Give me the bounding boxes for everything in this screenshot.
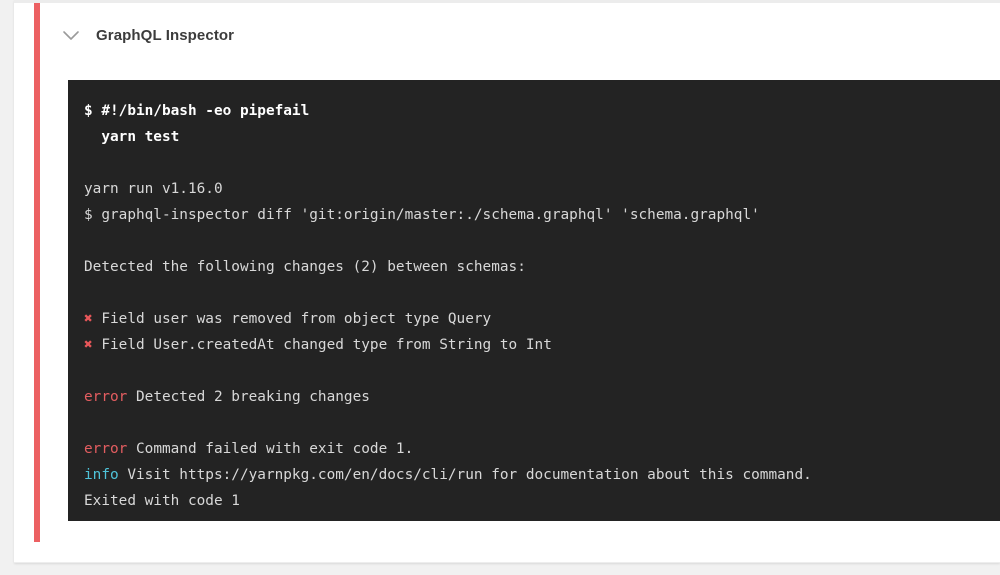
log-change-text: Field User.createdAt changed type from S…: [92, 337, 552, 353]
log-command-text: $ #!/bin/bash -eo pipefail: [84, 103, 310, 119]
log-plain-text: Exited with code 1: [84, 493, 240, 509]
log-change-text: Field user was removed from object type …: [92, 311, 492, 327]
job-log-terminal[interactable]: $ #!/bin/bash -eo pipefail yarn test yar…: [68, 80, 1000, 521]
log-line: [84, 228, 998, 254]
log-error-text: Command failed with exit code 1.: [127, 441, 414, 457]
log-line: yarn test: [84, 124, 998, 150]
log-info-keyword: info: [84, 467, 119, 483]
log-line: info Visit https://yarnpkg.com/en/docs/c…: [84, 462, 998, 488]
log-line: [84, 358, 998, 384]
log-plain-text: yarn run v1.16.0: [84, 181, 223, 197]
log-line: [84, 280, 998, 306]
log-plain-text: Detected the following changes (2) betwe…: [84, 259, 526, 275]
card-top-divider: [14, 0, 1000, 3]
log-error-keyword: error: [84, 389, 128, 405]
log-line: [84, 410, 998, 436]
cross-icon: ✖: [84, 311, 93, 327]
log-line: error Command failed with exit code 1.: [84, 436, 998, 462]
log-line: ✖ Field User.createdAt changed type from…: [84, 332, 998, 358]
job-card: GraphQL Inspector $ #!/bin/bash -eo pipe…: [14, 0, 1000, 563]
card-bottom-divider: [14, 562, 1000, 563]
log-error-keyword: error: [84, 441, 128, 457]
log-line: $ #!/bin/bash -eo pipefail: [84, 98, 998, 124]
log-error-text: Detected 2 breaking changes: [127, 389, 370, 405]
log-output: $ #!/bin/bash -eo pipefail yarn test yar…: [84, 98, 998, 514]
chevron-down-icon[interactable]: [58, 22, 84, 48]
log-plain-text: $ graphql-inspector diff 'git:origin/mas…: [84, 207, 760, 223]
log-line: error Detected 2 breaking changes: [84, 384, 998, 410]
job-title: GraphQL Inspector: [96, 26, 235, 44]
log-command-text: yarn test: [84, 129, 180, 145]
log-info-text: Visit https://yarnpkg.com/en/docs/cli/ru…: [118, 467, 812, 483]
job-header[interactable]: GraphQL Inspector: [58, 18, 234, 52]
log-line: ✖ Field user was removed from object typ…: [84, 306, 998, 332]
job-status-bar: [34, 3, 40, 542]
log-line: [84, 150, 998, 176]
cross-icon: ✖: [84, 337, 93, 353]
